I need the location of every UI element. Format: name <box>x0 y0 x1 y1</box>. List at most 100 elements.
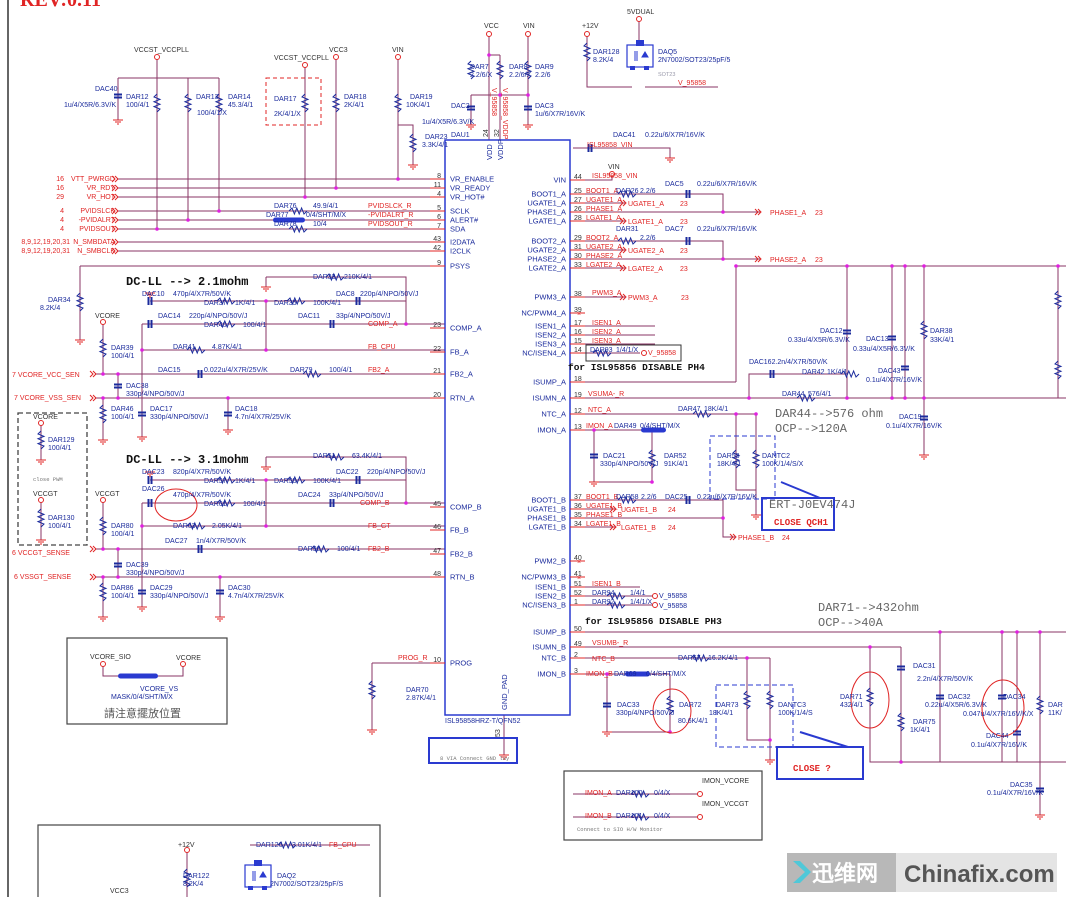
junction-dot <box>396 177 400 181</box>
resistor-symbol <box>742 690 752 710</box>
label-dac7v: 0.22u/6/X7R/16V/K <box>697 226 757 233</box>
label-n2: 16 <box>56 185 64 192</box>
chip-pin-number: 43 <box>433 236 441 243</box>
label-dac24: DAC24 <box>298 492 321 499</box>
label-o-phase1b: PHASE1_B <box>738 535 775 542</box>
resistor-symbol <box>523 60 533 80</box>
ground-icon <box>589 481 599 487</box>
label-dar51: DAR51 <box>313 453 336 460</box>
chip-pin-number: 31 <box>574 244 582 251</box>
resistor-symbol <box>606 600 626 610</box>
capacitor-symbol <box>685 190 691 198</box>
capacitor-symbol <box>355 297 361 305</box>
label-dar52: DAR52 <box>664 453 687 460</box>
label-dac40v: 1u/4/X5R/6.3V/K <box>64 102 116 109</box>
chip-pin-name: IMON_B <box>537 670 566 679</box>
label-n3: 29 <box>56 194 64 201</box>
net-port-arrow-icon <box>609 505 617 513</box>
junction-dot <box>101 547 105 551</box>
resistor-symbol <box>367 680 377 700</box>
label-lgate2a: LGATE2_A <box>586 262 621 269</box>
label-dar90v: 100/4/1 <box>337 546 360 553</box>
resistor-symbol <box>216 498 236 508</box>
label-dac34: DAC34 <box>1003 694 1026 701</box>
label-dantc2v: 100K/1/4/S/X <box>762 461 804 468</box>
chip-pin-name: NTC_A <box>541 410 566 419</box>
net-port-arrow-icon <box>111 175 119 183</box>
label-dar38: DAR38 <box>930 328 953 335</box>
label-dar46v: 100/4/1 <box>111 414 134 421</box>
label-dar61: DAR61 <box>204 501 227 508</box>
label-n6: 4 <box>60 226 64 233</box>
net-port-arrow-icon <box>754 255 762 263</box>
wire <box>570 193 724 212</box>
label-o-lgate2a: LGATE2_A <box>628 266 663 273</box>
capacitor-symbol <box>685 237 691 245</box>
capacitor-symbol <box>524 105 532 111</box>
label-dar128: DAR128 <box>593 49 620 56</box>
chip-pin-number: 19 <box>574 392 582 399</box>
label-n1: 16 <box>56 176 64 183</box>
label-dar33v: 210K/4/1 <box>344 274 372 281</box>
ground-icon <box>408 164 418 170</box>
label-dar76v: 49.9/4/1 <box>313 203 338 210</box>
short-jumper <box>625 671 650 677</box>
junction-dot <box>264 299 268 303</box>
label-dar12: DAR12 <box>126 94 149 101</box>
chip-pin-number: 22 <box>433 346 441 353</box>
label-fb-cpu-b: FB_CPU <box>329 842 357 849</box>
label-pw-12v: +12V <box>582 23 599 30</box>
chip-pin-name: UGATE1_A <box>527 199 566 208</box>
label-pvidsout-r: PVIDSOUT_R <box>368 221 413 228</box>
components: ××× <box>36 16 1063 890</box>
label-dac26: DAC26 <box>142 486 165 493</box>
junction-dot <box>334 186 338 190</box>
power-port-icon <box>302 62 308 68</box>
chip-pin-name: ISUMP_B <box>533 628 566 637</box>
label-dar8: DAR8 <box>509 64 528 71</box>
resistor-symbol <box>214 93 224 113</box>
label-dac41v: 0.22u/6/X7R/16V/K <box>645 132 705 139</box>
label-dac15: DAC15 <box>158 367 181 374</box>
label-dar8v: 2.2/6/X <box>509 72 532 79</box>
label-pw-vcore2: VCORE <box>33 414 58 421</box>
label-dar40: DAR40 <box>204 322 227 329</box>
capacitor-symbol <box>603 702 611 708</box>
net-port-arrow-icon <box>89 370 97 378</box>
junction-dot <box>116 575 120 579</box>
label-o-phase1a: PHASE1_A <box>770 210 807 217</box>
highlight-circle <box>981 679 1025 737</box>
wire <box>735 414 756 491</box>
label-dar41v: 4.87K/4/1 <box>212 344 242 351</box>
chip-pin-name: BOOT2_A <box>531 237 566 246</box>
resistor-symbol <box>186 521 206 531</box>
label-vcc-sen: 7 VCORE_VCC_SEN <box>12 372 80 379</box>
chip-pin-number: 24 <box>483 129 490 137</box>
label-pw-vcore1: VCORE <box>95 313 120 320</box>
chip-pin-name: ISEN2_B <box>535 592 566 601</box>
label-phase2a: PHASE2_A <box>586 253 623 260</box>
chip-pin-name: FB2_B <box>450 550 473 559</box>
junction-dot <box>721 516 725 520</box>
label-dar70: DAR70 <box>406 687 429 694</box>
chip-pin-number: 7 <box>437 223 441 230</box>
junction-dot <box>101 575 105 579</box>
chip-pin-number: 47 <box>433 548 441 555</box>
capacitor-symbol <box>197 370 203 378</box>
chip-pin-name: BOOT1_A <box>531 190 566 199</box>
chip-pin-name: LGATE2_A <box>529 264 566 273</box>
junction-dot <box>1000 630 1004 634</box>
label-s4: PVIDSLCK <box>80 208 115 215</box>
ntc-b-box <box>715 684 794 748</box>
junction-dot <box>734 412 738 416</box>
label-dar77: DAR77 <box>266 212 289 219</box>
chip-pin-number: 29 <box>574 235 582 242</box>
label-dar7v: 2.2/6/X <box>470 72 493 79</box>
label-o-phase1a-p: 23 <box>815 210 823 217</box>
label-sio-note: Connect to SIO H/W Monitor <box>577 826 663 833</box>
ground-icon <box>751 514 761 520</box>
junction-dot <box>264 348 268 352</box>
no-connect-icon: × <box>577 311 581 318</box>
resistor-symbol <box>325 452 345 462</box>
